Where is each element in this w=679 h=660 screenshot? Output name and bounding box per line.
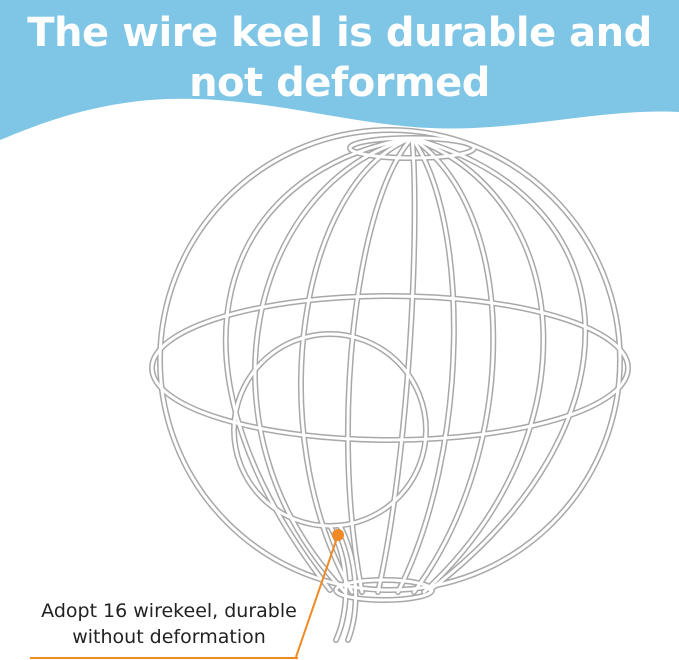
headline-line-1: The wire keel is durable and — [27, 10, 652, 56]
headline: The wire keel is durable and not deforme… — [0, 8, 679, 108]
callout-caption: Adopt 16 wirekeel, durable without defor… — [34, 598, 304, 650]
callout-line-2: without deformation — [72, 626, 266, 648]
callout-line-1: Adopt 16 wirekeel, durable — [41, 600, 297, 622]
header-banner — [0, 0, 679, 140]
callout-underline — [30, 657, 298, 659]
callout-marker-dot — [332, 529, 344, 541]
wire-shadow — [149, 127, 631, 643]
banner-wave — [0, 0, 679, 140]
headline-line-2: not deformed — [189, 60, 490, 106]
callout-leader-line — [295, 534, 339, 658]
wire-keels — [150, 128, 630, 642]
